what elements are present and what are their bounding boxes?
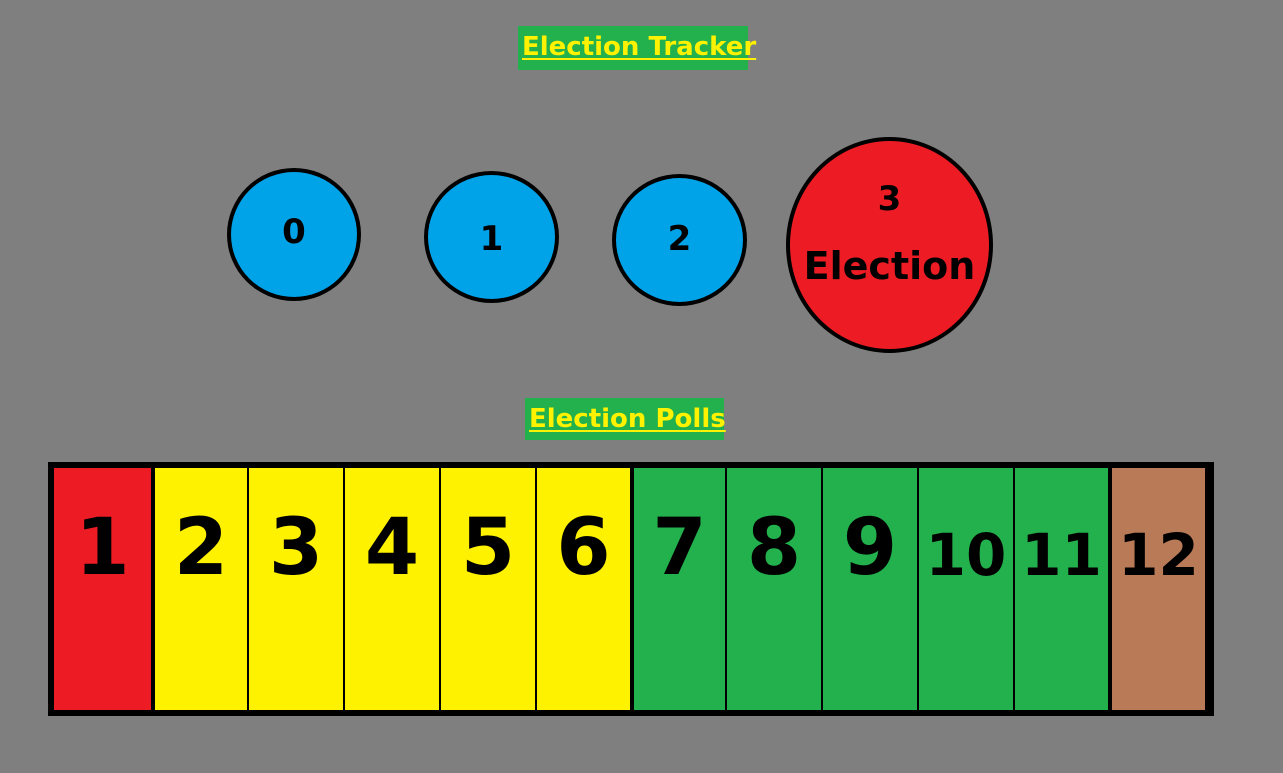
poll-cell-number: 7 [652, 503, 707, 593]
poll-cell-11[interactable]: 11 [1015, 468, 1108, 710]
poll-cell-4[interactable]: 4 [345, 468, 439, 710]
poll-cell-1[interactable]: 1 [54, 468, 151, 710]
poll-cell-10[interactable]: 10 [919, 468, 1013, 710]
poll-cell-number: 4 [364, 503, 420, 593]
poll-cell-8[interactable]: 8 [727, 468, 821, 710]
poll-cell-2[interactable]: 2 [155, 468, 247, 710]
poll-cell-number: 8 [746, 503, 802, 593]
tracker-circle-number: 3 [877, 179, 902, 219]
poll-cell-number: 1 [75, 503, 130, 593]
tracker-circle-0[interactable]: 0 [227, 168, 361, 301]
poll-cell-5[interactable]: 5 [441, 468, 535, 710]
poll-cell-7[interactable]: 7 [634, 468, 725, 710]
poll-cell-6[interactable]: 6 [537, 468, 630, 710]
poll-cell-number: 2 [173, 503, 229, 593]
tracker-circle-1[interactable]: 1 [424, 171, 559, 303]
poll-cell-9[interactable]: 9 [823, 468, 917, 710]
poll-cell-3[interactable]: 3 [249, 468, 343, 710]
election-polls-title: Election Polls [525, 398, 726, 440]
poll-cell-number: 12 [1118, 521, 1199, 589]
tracker-circle-2[interactable]: 2 [612, 174, 747, 306]
tracker-circle-number: 1 [479, 219, 504, 259]
tracker-circle-number: 0 [282, 212, 306, 252]
poll-cell-12[interactable]: 12 [1112, 468, 1205, 710]
poll-cell-number: 6 [556, 503, 611, 593]
poll-cell-number: 11 [1021, 521, 1102, 589]
tracker-circle-election-label: Election [803, 244, 976, 288]
tracker-circle-number: 2 [667, 219, 692, 259]
election-polls-track: 1 2 3 4 5 6 7 8 9 10 11 12 [48, 462, 1214, 716]
election-tracker-title: Election Tracker [518, 26, 756, 70]
poll-cell-number: 10 [925, 521, 1007, 589]
tracker-circle-3-election[interactable]: 3 Election [786, 137, 993, 353]
poll-cell-number: 9 [842, 503, 898, 593]
poll-cell-number: 3 [268, 503, 324, 593]
poll-cell-number: 5 [460, 503, 516, 593]
